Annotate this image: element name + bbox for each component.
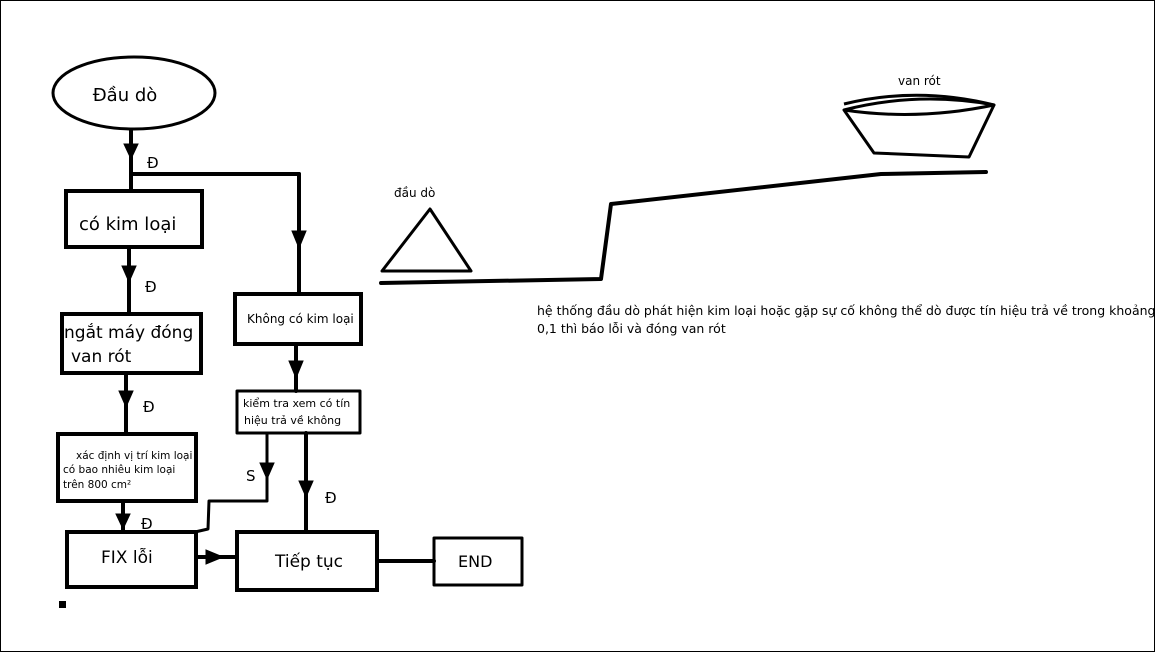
node-co-kim-loai: có kim loại	[64, 189, 204, 249]
description: hệ thống đầu dò phát hiện kim loại hoặc …	[537, 303, 1155, 336]
edge-label-d4: Đ	[141, 515, 153, 533]
node-tiep-tuc-label: Tiếp tục	[274, 551, 343, 572]
arrowhead-start	[123, 143, 139, 161]
machine-sketch: đầu dò van rót	[379, 74, 996, 285]
node-xac-dinh-label-2: có bao nhiêu kim loại	[63, 464, 175, 476]
arrowhead-to-kiemtra	[288, 360, 304, 380]
valve-rim	[843, 93, 996, 116]
node-xac-dinh: xác định vị trí kim loại có bao nhiêu ki…	[56, 432, 198, 503]
probe-label: đầu dò	[394, 186, 435, 200]
node-xac-dinh-box	[56, 432, 198, 503]
conveyor-line	[379, 170, 988, 285]
description-line-2: 0,1 thì báo lỗi và đóng van rót	[537, 321, 726, 336]
node-end-box	[432, 536, 524, 587]
arrowhead-to-xacdinh	[118, 390, 134, 409]
node-xac-dinh-label-1: xác định vị trí kim loại	[76, 450, 192, 462]
arrowhead-s-branch	[259, 462, 275, 481]
node-ngat-may-label-2: van rót	[71, 347, 132, 367]
start-node: Đầu dò	[51, 55, 217, 131]
arrowhead-to-ngatmay	[121, 265, 137, 284]
node-ngat-may-box	[60, 312, 203, 375]
node-fix-loi-box	[65, 530, 198, 589]
arrowhead-right-branch	[291, 230, 307, 250]
node-ngat-may-label-1: ngắt máy đóng	[64, 322, 193, 343]
start-oval	[51, 55, 217, 131]
node-co-kim-loai-box	[64, 189, 204, 249]
edge-label-d2: Đ	[145, 278, 157, 296]
node-khong-co-kim-loai-box	[233, 292, 363, 346]
node-fix-loi: FIX lỗi	[65, 530, 198, 589]
node-fix-loi-label: FIX lỗi	[101, 547, 153, 568]
node-kiem-tra: kiểm tra xem có tín hiệu trả về không	[235, 389, 362, 435]
edge-label-d5: Đ	[325, 489, 337, 507]
edge-label-d3: Đ	[143, 398, 155, 416]
node-co-kim-loai-label: có kim loại	[79, 214, 176, 235]
arrowhead-d-branch	[298, 480, 314, 499]
node-kiem-tra-label-1: kiểm tra xem có tín	[243, 397, 350, 410]
stray-mark	[59, 601, 66, 608]
node-khong-co-kim-loai-label: Không có kim loại	[247, 312, 354, 326]
node-kiem-tra-label-2: hiệu trả về không	[244, 414, 341, 427]
node-xac-dinh-label-3: trên 800 cm²	[63, 479, 131, 491]
edge-label-s: S	[246, 467, 256, 485]
description-line-1: hệ thống đầu dò phát hiện kim loại hoặc …	[537, 303, 1155, 318]
arrowhead-to-tieptuc	[205, 549, 225, 565]
node-tiep-tuc-box	[235, 530, 379, 592]
node-khong-co-kim-loai: Không có kim loại	[233, 292, 363, 346]
node-end-label: END	[458, 552, 492, 571]
node-tiep-tuc: Tiếp tục	[235, 530, 379, 592]
edge-labels: Đ Đ Đ Đ Đ S	[141, 154, 337, 533]
connector-s-branch	[193, 431, 269, 534]
node-kiem-tra-box	[235, 389, 362, 435]
start-label: Đầu dò	[93, 85, 158, 106]
arrowheads	[115, 143, 314, 565]
edge-label-d1: Đ	[147, 154, 159, 172]
node-ngat-may: ngắt máy đóng van rót	[60, 312, 203, 375]
probe-triangle	[380, 207, 473, 273]
arrowhead-to-fixloi	[115, 513, 131, 531]
node-end: END	[432, 536, 524, 587]
valve-label: van rót	[898, 74, 941, 88]
